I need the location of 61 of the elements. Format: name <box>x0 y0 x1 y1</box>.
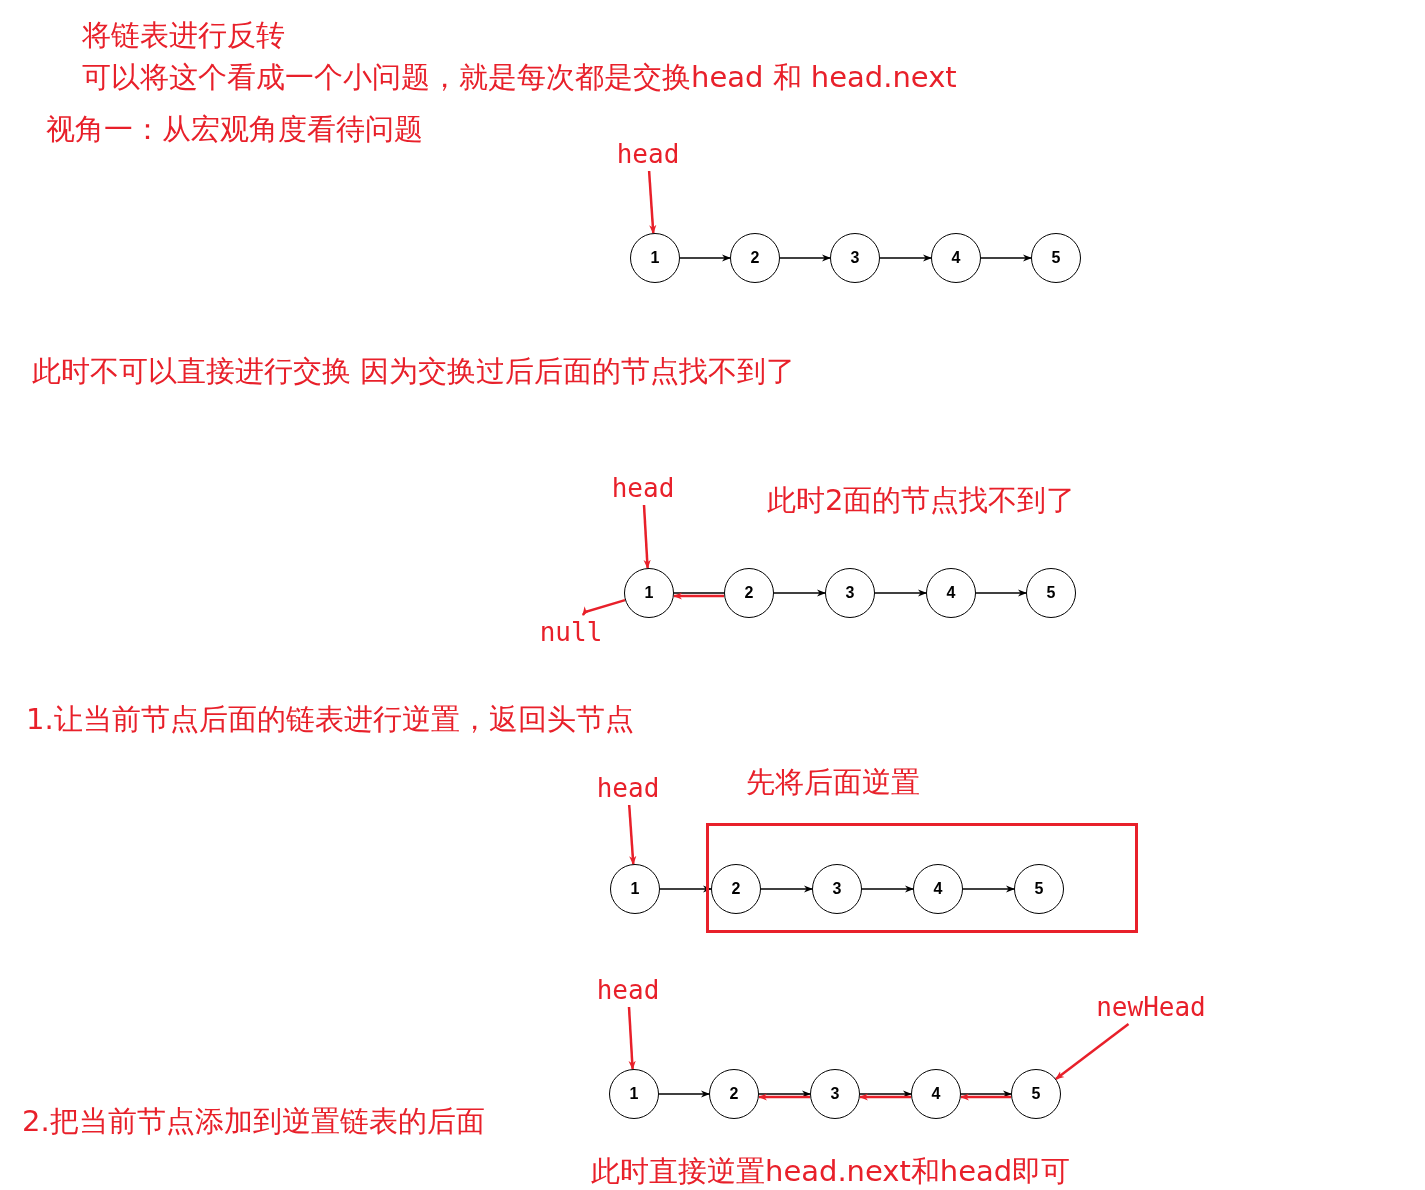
link-arrow <box>758 1090 811 1098</box>
pointer-arrow <box>960 1093 1011 1101</box>
pointer-label: head <box>612 137 684 171</box>
pointer-label: null <box>536 615 606 649</box>
list-node-circle: 2 <box>724 568 774 618</box>
list-node-circle: 1 <box>630 233 680 283</box>
list-node-circle: 3 <box>812 864 862 914</box>
list-node-circle: 1 <box>609 1069 659 1119</box>
link-arrow <box>760 885 813 893</box>
list-node-circle: 3 <box>810 1069 860 1119</box>
pointer-arrow <box>647 170 657 234</box>
pointer-label: head <box>607 471 679 505</box>
list-node-circle: 5 <box>1026 568 1076 618</box>
pointer-arrow <box>627 804 637 865</box>
note-text: 此时直接逆置head.next和head即可 <box>591 1154 1071 1189</box>
list-node-circle: 1 <box>610 864 660 914</box>
note-text: 此时2面的节点找不到了 <box>767 483 1076 518</box>
link-arrow <box>659 885 712 893</box>
list-node-circle: 3 <box>830 233 880 283</box>
pointer-arrow <box>673 592 724 600</box>
link-arrow <box>658 1090 710 1098</box>
link-arrow <box>960 1090 1012 1098</box>
link-arrow <box>861 885 914 893</box>
list-node-circle: 4 <box>911 1069 961 1119</box>
list-node-circle: 4 <box>926 568 976 618</box>
list-node-circle: 5 <box>1011 1069 1061 1119</box>
link-arrow <box>779 254 831 262</box>
frame-heading: 先将后面逆置 <box>746 765 920 800</box>
note-text: 可以将这个看成一个小问题，就是每次都是交换head 和 head.next <box>82 60 957 95</box>
link-arrow <box>975 589 1027 597</box>
pointer-arrow <box>581 598 626 616</box>
pointer-arrow <box>1055 1023 1130 1080</box>
note-text: 此时不可以直接进行交换 因为交换过后后面的节点找不到了 <box>32 354 796 389</box>
link-arrow <box>679 254 731 262</box>
link-arrow <box>874 589 927 597</box>
link-arrow <box>980 254 1032 262</box>
pointer-label: head <box>592 771 664 805</box>
note-text: 2.把当前节点添加到逆置链表的后面 <box>22 1104 485 1139</box>
pointer-arrow <box>627 1006 636 1070</box>
link-line <box>673 592 725 594</box>
list-node-circle: 1 <box>624 568 674 618</box>
pointer-arrow <box>758 1093 810 1101</box>
pointer-label: newHead <box>1090 990 1212 1024</box>
list-node-circle: 4 <box>913 864 963 914</box>
pointer-arrow <box>859 1093 911 1101</box>
list-node-circle: 5 <box>1031 233 1081 283</box>
note-text: 视角一：从宏观角度看待问题 <box>46 112 423 147</box>
list-node-circle: 2 <box>709 1069 759 1119</box>
list-node-circle: 3 <box>825 568 875 618</box>
title: 将链表进行反转 <box>82 18 285 53</box>
list-node-circle: 4 <box>931 233 981 283</box>
list-node-circle: 5 <box>1014 864 1064 914</box>
pointer-arrow <box>642 504 651 569</box>
link-arrow <box>859 1090 912 1098</box>
link-arrow <box>773 589 826 597</box>
list-node-circle: 2 <box>711 864 761 914</box>
list-node-circle: 2 <box>730 233 780 283</box>
pointer-label: head <box>592 973 664 1007</box>
link-arrow <box>879 254 932 262</box>
note-text: 1.让当前节点后面的链表进行逆置，返回头节点 <box>26 702 634 737</box>
link-arrow <box>962 885 1015 893</box>
